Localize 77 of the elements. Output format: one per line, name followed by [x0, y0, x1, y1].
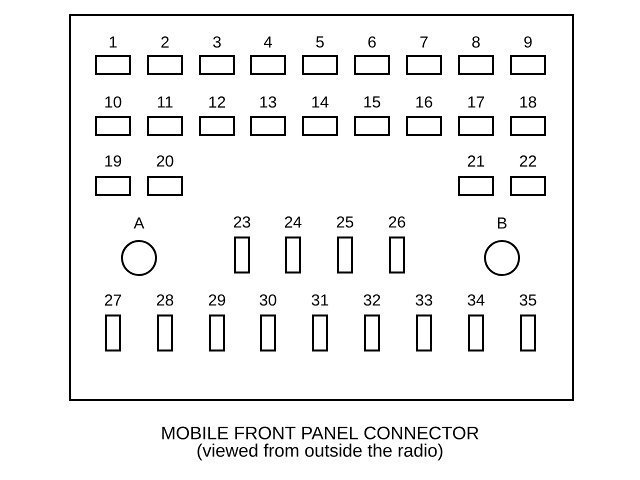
node-label: 1 [110, 36, 117, 48]
connector-pin: 16 [406, 96, 442, 136]
connector-pin: 22 [510, 155, 546, 196]
node-label: 11 [158, 96, 173, 108]
panel-outline [69, 14, 574, 401]
node-label: 12 [209, 96, 226, 108]
caption: MOBILE FRONT PANEL CONNECTOR [162, 426, 478, 440]
connector-pin: 4 [250, 36, 286, 75]
connector-pin: 6 [354, 36, 390, 75]
node-label: 3 [213, 36, 221, 48]
connector-pin: 23 [234, 216, 250, 274]
connector-pin: 1 [95, 36, 131, 75]
connector-pin: 29 [208, 294, 226, 352]
node-label: 7 [420, 36, 428, 48]
connector-pin: 20 [147, 155, 183, 196]
connector-pin: 34 [468, 294, 484, 352]
mounting-hole: A [121, 218, 157, 276]
connector-pin: 9 [510, 36, 546, 75]
connector-pin: 14 [302, 96, 338, 136]
node-label: 17 [468, 96, 484, 108]
node-label: 14 [312, 96, 328, 108]
node-label: B [498, 218, 506, 229]
node-label: 15 [364, 96, 380, 108]
node-label: 6 [368, 36, 376, 48]
connector-pin: 24 [284, 216, 302, 274]
connector-pin: 27 [104, 294, 122, 352]
node-label: 2 [161, 36, 169, 48]
connector-pin: 33 [416, 294, 432, 352]
node-label: 23 [234, 216, 250, 228]
node-label: 24 [284, 216, 302, 228]
node-label: 29 [208, 294, 226, 306]
connector-pin: 25 [336, 216, 354, 274]
node-label: 35 [520, 294, 536, 306]
node-label: A [134, 218, 144, 229]
node-label: 25 [336, 216, 354, 228]
connector-pin: 31 [312, 294, 328, 352]
subtitle: (viewed from outside the radio) [198, 444, 442, 460]
connector-pin: 3 [199, 36, 235, 75]
node-label: 33 [416, 294, 432, 306]
node-label: 18 [520, 96, 536, 108]
node-label: 31 [312, 294, 328, 306]
connector-pin: 26 [388, 216, 406, 274]
node-label: 10 [105, 96, 122, 108]
connector-pin: 2 [147, 36, 183, 75]
node-label: 19 [105, 155, 122, 167]
connector-pin: 17 [458, 96, 494, 136]
connector-pin: 11 [147, 96, 183, 136]
node-label: 27 [104, 294, 122, 306]
connector-pin: 18 [510, 96, 546, 136]
connector-pin: 35 [520, 294, 536, 352]
node-label: 30 [260, 294, 276, 306]
connector-pin: 19 [95, 155, 131, 196]
connector-pin: 7 [406, 36, 442, 75]
node-label: 26 [388, 216, 406, 228]
node-label: 16 [416, 96, 432, 108]
connector-pin: 21 [458, 155, 494, 196]
node-label: 8 [472, 36, 480, 48]
node-label: 22 [520, 155, 536, 167]
mounting-hole: B [484, 218, 520, 276]
connector-pin: 32 [364, 294, 380, 352]
node-label: 9 [524, 36, 532, 48]
connector-pin: 28 [156, 294, 174, 352]
connector-pin: 5 [302, 36, 338, 75]
node-label: 28 [156, 294, 174, 306]
node-label: 20 [156, 155, 174, 167]
node-label: 4 [264, 36, 272, 48]
connector-pin: 12 [199, 96, 235, 136]
connector-pin: 30 [260, 294, 276, 352]
node-label: 21 [468, 155, 484, 167]
node-label: 5 [316, 36, 324, 48]
connector-pin: 10 [95, 96, 131, 136]
node-label: 34 [468, 294, 484, 306]
node-label: 13 [260, 96, 276, 108]
node-label: 32 [364, 294, 380, 306]
connector-pin: 8 [458, 36, 494, 75]
connector-pin: 15 [354, 96, 390, 136]
connector-pin: 13 [250, 96, 286, 136]
